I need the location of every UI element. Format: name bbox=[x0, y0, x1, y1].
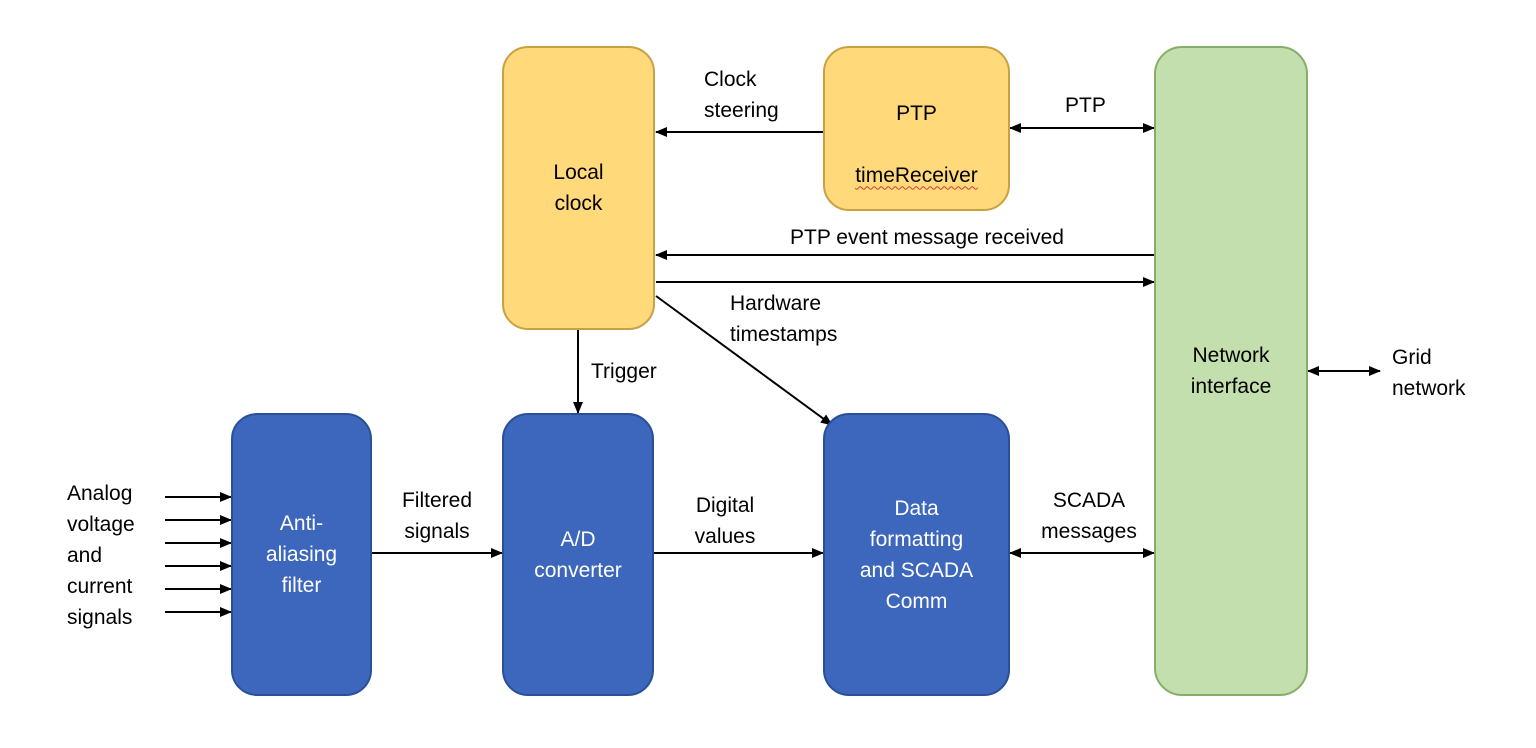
ptp-link-label: PTP bbox=[1065, 94, 1106, 117]
grid-network-label: Grid network bbox=[1392, 346, 1466, 400]
ptp-box-label-line2: timeReceiver bbox=[855, 163, 978, 187]
hardware-timestamps-arrow bbox=[655, 295, 833, 426]
network-interface-label: Network interface bbox=[1190, 344, 1272, 398]
clock-steering-label: Clock steering bbox=[704, 68, 779, 122]
trigger-label: Trigger bbox=[591, 360, 657, 383]
data-formatting-label: Data formatting and SCADA Comm bbox=[859, 496, 974, 613]
network-interface-box: Network interface bbox=[1154, 46, 1308, 696]
local-clock-box: Local clock bbox=[502, 46, 655, 330]
ptp-time-receiver-box: PTP timeReceiver bbox=[823, 46, 1010, 211]
anti-aliasing-filter-box: Anti- aliasing filter bbox=[231, 413, 372, 696]
analog-signals-label: Analog voltage and current signals bbox=[67, 482, 135, 629]
filtered-signals-label: Filtered signals bbox=[401, 489, 473, 543]
ptp-box-label-line1: PTP bbox=[896, 101, 937, 125]
data-formatting-box: Data formatting and SCADA Comm bbox=[823, 413, 1010, 696]
ad-converter-label: A/D converter bbox=[534, 527, 622, 582]
anti-aliasing-filter-label: Anti- aliasing filter bbox=[265, 512, 338, 597]
ad-converter-box: A/D converter bbox=[502, 413, 654, 696]
scada-messages-label: SCADA messages bbox=[1041, 489, 1137, 543]
hardware-timestamps-label: Hardware timestamps bbox=[730, 292, 838, 346]
ptp-event-label: PTP event message received bbox=[790, 226, 1064, 249]
digital-values-label: Digital values bbox=[694, 494, 756, 548]
local-clock-label: Local clock bbox=[553, 161, 604, 215]
